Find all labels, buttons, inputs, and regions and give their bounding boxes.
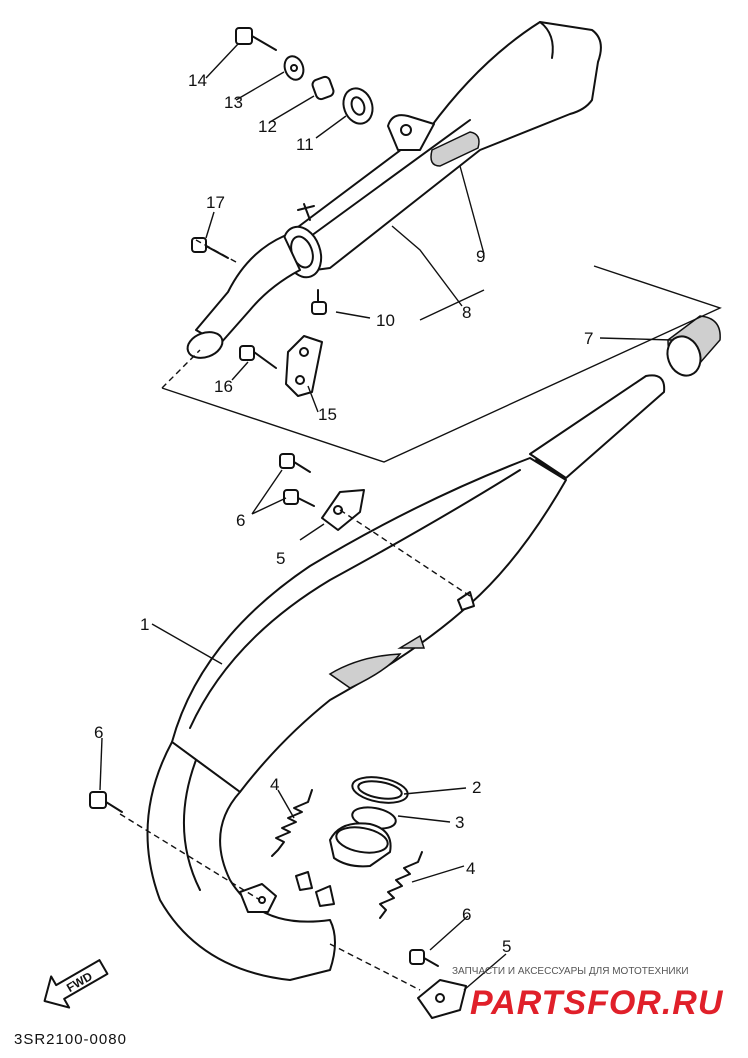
callout-6-upper: 6 (236, 511, 245, 530)
callout-16: 16 (214, 377, 233, 396)
bushing-fastener-set (235, 27, 374, 125)
callout-3: 3 (455, 813, 464, 832)
gasket-stack (329, 776, 409, 868)
callout-10: 10 (376, 311, 395, 330)
callout-6-lower: 6 (462, 905, 471, 924)
callout-2: 2 (472, 778, 481, 797)
joint-sleeve (666, 315, 721, 377)
callout-17: 17 (206, 193, 225, 212)
leader-lines (99, 43, 673, 991)
callout-4-right: 4 (466, 859, 475, 878)
watermark-tagline: ЗАПЧАСТИ И АКСЕССУАРЫ ДЛЯ МОТОТЕХНИКИ (452, 966, 689, 977)
callout-1: 1 (140, 615, 149, 634)
silencer-assembly (186, 21, 602, 397)
callout-7: 7 (584, 329, 593, 348)
spring-left (271, 789, 313, 857)
callout-6-left: 6 (94, 723, 103, 742)
watermark-brand: PARTSFOR.RU (470, 984, 724, 1022)
diagram-code: 3SR2100-0080 (14, 1031, 127, 1048)
callout-numbers: 1 2 3 4 4 5 5 6 6 6 7 8 9 10 11 12 13 14… (94, 71, 593, 956)
callout-5-lower: 5 (502, 937, 511, 956)
callout-12: 12 (258, 117, 277, 136)
fwd-arrow: FWD (43, 959, 109, 1009)
callout-5-upper: 5 (276, 549, 285, 568)
bolt-left (89, 791, 123, 813)
expansion-chamber (146, 374, 666, 981)
callout-8: 8 (462, 303, 471, 322)
mount-bracket-lower (409, 949, 467, 1019)
callout-4-left: 4 (270, 775, 279, 794)
callout-15: 15 (318, 405, 337, 424)
callout-14: 14 (188, 71, 207, 90)
partsfor-watermark: ЗАПЧАСТИ И АКСЕССУАРЫ ДЛЯ МОТОТЕХНИКИ PA… (452, 966, 724, 1022)
spring-right (379, 851, 423, 919)
mount-bracket-upper (279, 453, 365, 531)
callout-13: 13 (224, 93, 243, 112)
callout-9: 9 (476, 247, 485, 266)
callout-11: 11 (296, 135, 314, 154)
